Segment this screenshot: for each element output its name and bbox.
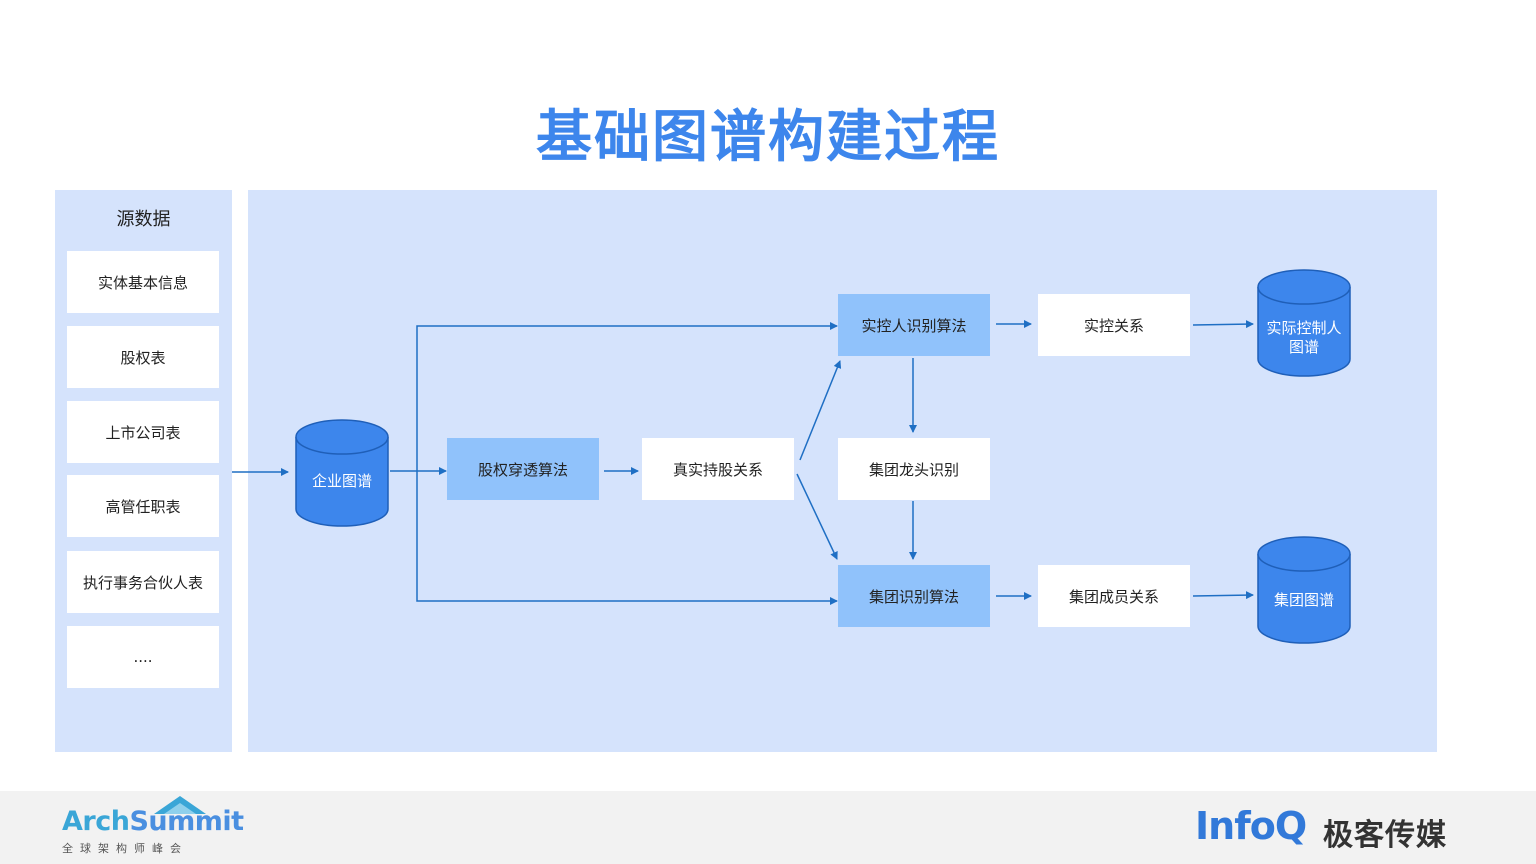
actual-controller-graph-database: 实际控制人 图谱 xyxy=(1257,269,1351,377)
enterprise-graph-database: 企业图谱 xyxy=(295,419,389,527)
group-graph-database: 集团图谱 xyxy=(1257,536,1351,644)
infoq-brand: InfoQ xyxy=(1195,804,1307,848)
database-cylinder-icon xyxy=(1257,536,1351,644)
source-item-entity-info: 实体基本信息 xyxy=(67,251,219,313)
source-item-equity-table: 股权表 xyxy=(67,326,219,388)
arrow-control-rel-to-controller-db xyxy=(1192,320,1254,329)
footer-bar xyxy=(0,791,1536,864)
actual-controller-graph-label-line1: 实际控制人 xyxy=(1266,319,1342,337)
enterprise-graph-label: 企业图谱 xyxy=(311,472,372,490)
arrow-enterprise-to-controller-algo xyxy=(416,322,838,471)
real-holding-relation: 真实持股关系 xyxy=(642,438,794,500)
group-member-relation: 集团成员关系 xyxy=(1038,565,1190,627)
group-graph-label: 集团图谱 xyxy=(1273,591,1334,609)
source-item-listed-company-table: 上市公司表 xyxy=(67,401,219,463)
page-title: 基础图谱构建过程 xyxy=(536,105,1000,170)
database-cylinder-icon xyxy=(1257,269,1351,377)
arrow-holding-to-controller-algo xyxy=(799,360,842,461)
mountain-icon xyxy=(154,796,206,814)
group-leader-identification: 集团龙头识别 xyxy=(838,438,990,500)
source-data-heading: 源数据 xyxy=(116,209,171,230)
database-cylinder-icon xyxy=(295,419,389,527)
archsummit-logo-part1: Arch xyxy=(62,806,130,837)
archsummit-tagline: 全球架构师峰会 xyxy=(62,842,188,855)
actual-controller-graph-label-line2: 图谱 xyxy=(1288,338,1319,356)
archsummit-logo: ArchSummit 全球架构师峰会 xyxy=(62,796,244,856)
actual-controller-algorithm: 实控人识别算法 xyxy=(838,294,990,356)
source-item-partner-table: 执行事务合伙人表 xyxy=(67,551,219,613)
actual-control-relation: 实控关系 xyxy=(1038,294,1190,356)
arrow-member-rel-to-group-db xyxy=(1192,591,1254,600)
infoq-cn-name: 极客传媒 xyxy=(1323,818,1447,853)
equity-penetration-algorithm: 股权穿透算法 xyxy=(447,438,599,500)
arrow-enterprise-to-group-algo xyxy=(416,471,838,605)
arrow-holding-to-group-algo xyxy=(796,473,838,560)
source-item-executive-table: 高管任职表 xyxy=(67,475,219,537)
infoq-logo: InfoQ 极客传媒 xyxy=(1195,804,1465,854)
group-identification-algorithm: 集团识别算法 xyxy=(838,565,990,627)
source-item-more: .... xyxy=(67,626,219,688)
archsummit-logo-part2: Summit xyxy=(129,806,244,837)
